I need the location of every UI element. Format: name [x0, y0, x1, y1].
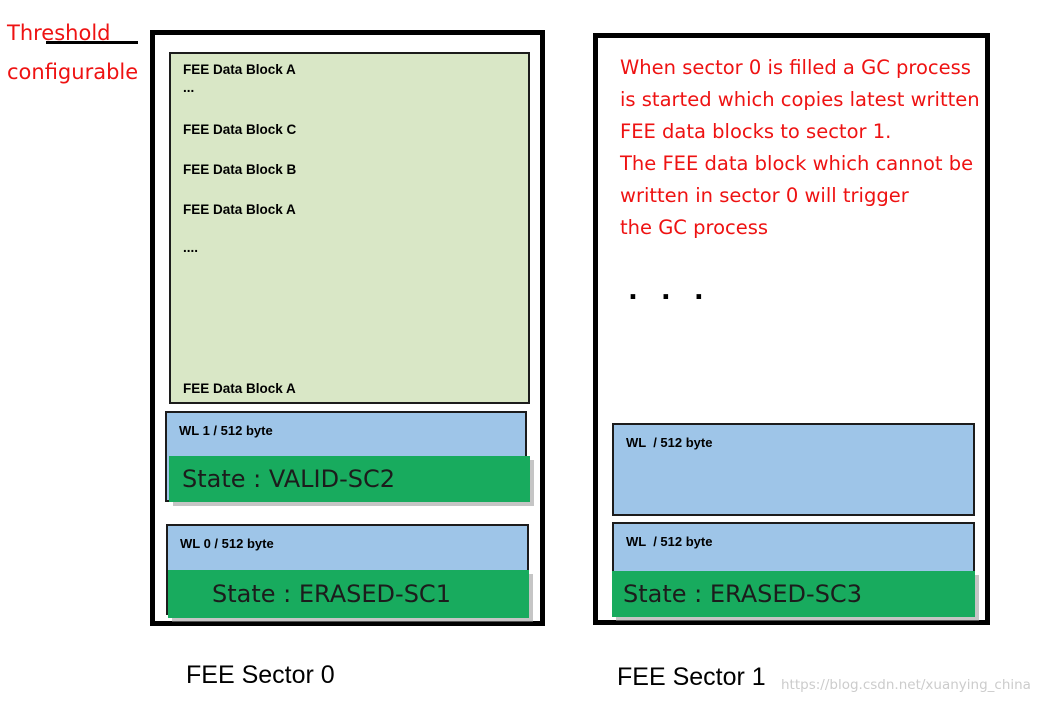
threshold-note-line1: Threshold: [7, 21, 111, 45]
gc-process-note: When sector 0 is filled a GC process is …: [620, 56, 980, 239]
fee-data-block-stack: FEE Data Block A ... FEE Data Block C FE…: [169, 52, 530, 404]
fee-sector1-caption: FEE Sector 1: [617, 663, 766, 691]
fee-sector1-box: When sector 0 is filled a GC process is …: [593, 33, 990, 625]
fee-sector0-caption: FEE Sector 0: [186, 661, 335, 689]
fee-data-block-entry: FEE Data Block A: [183, 202, 296, 217]
wordline0-label: WL 0 / 512 byte: [180, 536, 274, 551]
wordline-upper-box: WL / 512 byte: [612, 423, 975, 516]
state-valid-sc2-bar: State : VALID-SC2: [169, 456, 530, 502]
threshold-note-line2: configurable: [7, 60, 139, 84]
csdn-watermark: https://blog.csdn.net/xuanying_china: [781, 677, 1031, 693]
fee-data-block-entry: FEE Data Block A: [183, 62, 296, 77]
fee-data-block-ellipsis: ....: [183, 240, 199, 255]
state-erased-sc3-bar: State : ERASED-SC3: [612, 571, 975, 617]
sector1-ellipsis: . . .: [628, 276, 711, 306]
fee-data-block-entry: FEE Data Block A: [183, 381, 296, 396]
fee-data-block-entry: FEE Data Block C: [183, 122, 297, 137]
fee-sector0-box: FEE Data Block A ... FEE Data Block C FE…: [150, 30, 545, 626]
wordline1-label: WL 1 / 512 byte: [179, 423, 273, 438]
wordline-upper-label: WL / 512 byte: [626, 435, 713, 450]
wordline-lower-label: WL / 512 byte: [626, 534, 713, 549]
fee-data-block-entry: FEE Data Block B: [183, 162, 297, 177]
threshold-underline: [46, 41, 138, 44]
fee-data-block-ellipsis: ...: [183, 80, 195, 95]
state-erased-sc1-bar: State : ERASED-SC1: [168, 570, 529, 618]
threshold-note: Threshold configurable: [7, 14, 138, 92]
